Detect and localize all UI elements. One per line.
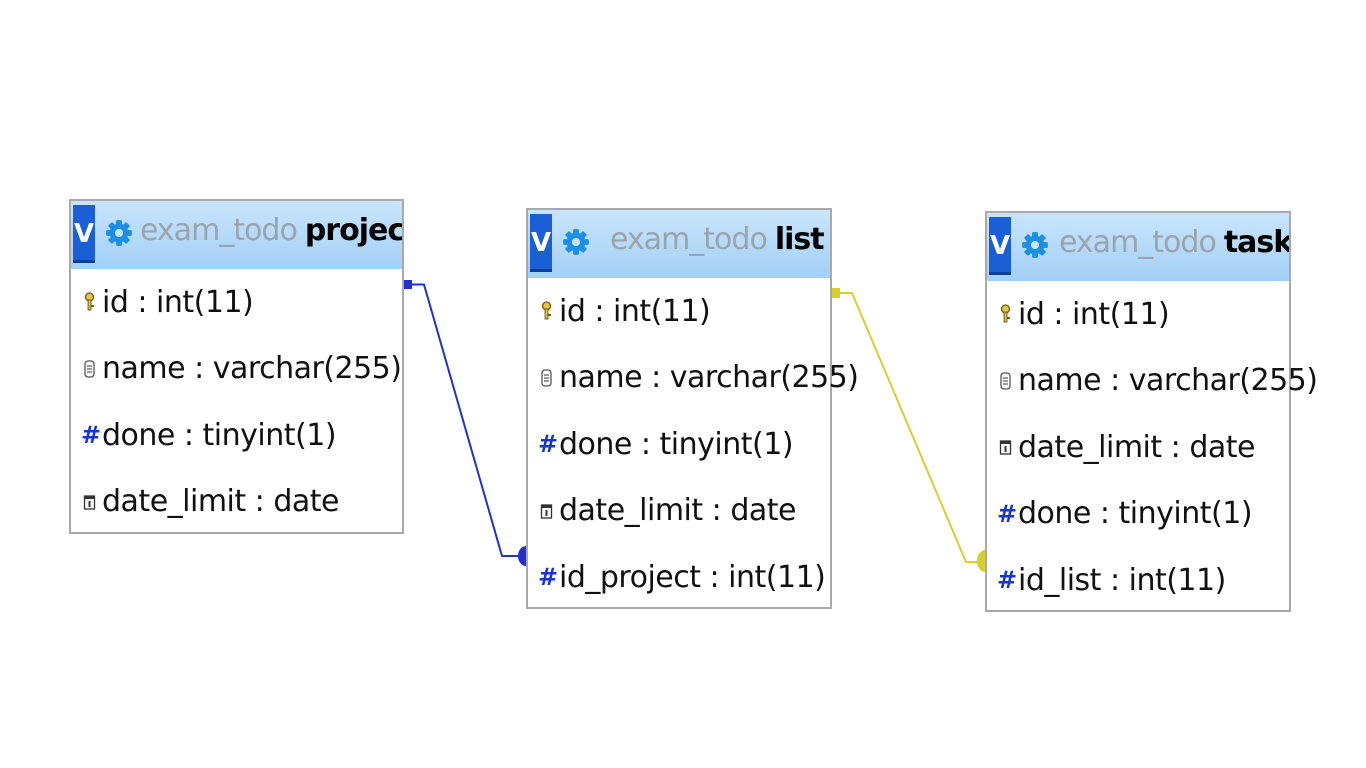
table-name: list <box>774 222 825 257</box>
column-label: done : tinyint(1) <box>102 417 337 453</box>
relation-line <box>409 283 520 557</box>
column-label: name : varchar(255) <box>559 360 859 396</box>
date-column-icon <box>999 440 1012 455</box>
column-label: date_limit : date <box>102 484 339 520</box>
table-project[interactable]: V exam_todoproject id : int(11) name : v… <box>69 199 404 534</box>
column-label: id : int(11) <box>559 293 711 329</box>
column-label: id_list : int(11) <box>1018 562 1226 598</box>
date-column-icon <box>83 495 96 510</box>
column-row[interactable]: # done : tinyint(1) <box>987 481 1289 548</box>
database-name: exam_todo <box>140 213 298 248</box>
column-label: date_limit : date <box>1018 429 1255 465</box>
relation-project-list[interactable] <box>404 280 526 566</box>
column-label: id : int(11) <box>1018 296 1170 332</box>
table-toggle-button[interactable]: V <box>73 205 95 263</box>
gear-icon[interactable] <box>562 228 590 256</box>
primary-key-icon <box>1000 304 1011 323</box>
column-row[interactable]: # done : tinyint(1) <box>528 411 830 478</box>
numeric-column-icon: # <box>997 566 1017 595</box>
column-label: name : varchar(255) <box>102 351 402 387</box>
relation-line <box>837 292 980 563</box>
relation-end-marker <box>977 550 985 572</box>
column-label: date_limit : date <box>559 493 796 529</box>
numeric-column-icon: # <box>997 499 1017 528</box>
table-toggle-button[interactable]: V <box>530 214 552 272</box>
relation-start-marker <box>404 280 412 289</box>
column-row[interactable]: id : int(11) <box>71 269 402 336</box>
database-name: exam_todo <box>610 222 768 257</box>
text-column-icon <box>541 369 552 387</box>
column-row[interactable]: id : int(11) <box>528 278 830 345</box>
column-row[interactable]: name : varchar(255) <box>987 348 1318 415</box>
table-name: project <box>304 213 402 248</box>
column-row[interactable]: # id_list : int(11) <box>987 547 1289 614</box>
column-row[interactable]: date_limit : date <box>987 414 1289 481</box>
column-row[interactable]: # id_project : int(11) <box>528 544 830 611</box>
relation-start-marker <box>832 288 840 298</box>
numeric-column-icon: # <box>538 563 558 592</box>
column-label: id_project : int(11) <box>559 559 826 595</box>
column-list: id : int(11) name : varchar(255) # done … <box>71 269 402 535</box>
table-toggle-button[interactable]: V <box>989 217 1011 275</box>
text-column-icon <box>84 360 95 378</box>
column-label: done : tinyint(1) <box>1018 496 1253 532</box>
column-row[interactable]: id : int(11) <box>987 281 1289 348</box>
column-list: id : int(11) name : varchar(255) date_li… <box>987 281 1318 614</box>
primary-key-icon <box>84 292 95 311</box>
primary-key-icon <box>541 301 552 320</box>
column-label: name : varchar(255) <box>1018 363 1318 399</box>
database-name: exam_todo <box>1059 225 1217 260</box>
column-row[interactable]: date_limit : date <box>528 478 830 545</box>
column-row[interactable]: name : varchar(255) <box>71 336 402 403</box>
gear-icon[interactable] <box>1021 231 1049 259</box>
gear-icon[interactable] <box>105 219 133 247</box>
column-label: id : int(11) <box>102 284 254 320</box>
table-name: task <box>1223 225 1289 260</box>
column-list: id : int(11) name : varchar(255) # done … <box>528 278 859 611</box>
relation-list-task[interactable] <box>832 288 985 572</box>
column-row[interactable]: # done : tinyint(1) <box>71 402 402 469</box>
column-row[interactable]: date_limit : date <box>71 469 402 536</box>
text-column-icon <box>1000 372 1011 390</box>
table-title: exam_todoproject <box>140 213 402 248</box>
column-label: done : tinyint(1) <box>559 426 794 462</box>
numeric-column-icon: # <box>538 430 558 459</box>
numeric-column-icon: # <box>81 421 101 450</box>
date-column-icon <box>540 504 553 519</box>
relation-end-marker <box>518 546 526 566</box>
column-row[interactable]: name : varchar(255) <box>528 345 859 412</box>
table-header[interactable]: V exam_todoproject <box>71 201 402 269</box>
